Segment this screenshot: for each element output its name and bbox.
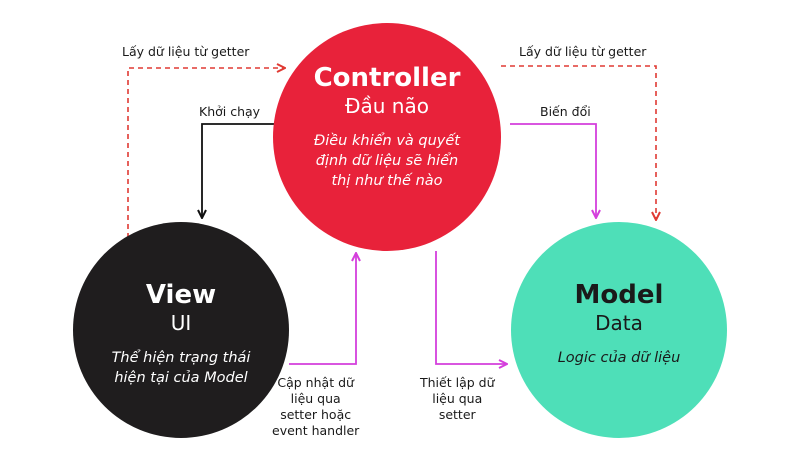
label-transform: Biến đổi	[540, 104, 591, 119]
view-description: Thể hiện trạng thái hiện tại của Model	[111, 350, 251, 386]
model-node: Model Data Logic của dữ liệu	[511, 222, 727, 438]
arrow-controller-to-view-start	[202, 123, 286, 217]
model-subtitle: Data	[595, 311, 643, 335]
view-title: View	[145, 280, 217, 310]
arrow-controller-to-model-getter	[501, 65, 656, 219]
view-subtitle: UI	[170, 311, 192, 335]
controller-description: Điều khiển và quyết định dữ liệu sẽ hiển…	[314, 133, 460, 189]
label-update: Cập nhật dữ liệu qua setter hoặc event h…	[272, 375, 360, 438]
model-description: Logic của dữ liệu	[557, 350, 681, 366]
label-model-getter: Lấy dữ liệu từ getter	[519, 44, 647, 59]
label-view-getter: Lấy dữ liệu từ getter	[122, 44, 250, 59]
arrow-view-to-controller-getter	[127, 68, 284, 238]
view-node: View UI Thể hiện trạng thái hiện tại của…	[73, 222, 289, 438]
arrow-controller-to-model-transform	[510, 123, 596, 217]
controller-title: Controller	[313, 63, 461, 93]
arrow-controller-to-model-set	[435, 251, 506, 364]
label-set: Thiết lập dữ liệu qua setter	[420, 375, 495, 422]
label-start: Khởi chạy	[199, 104, 261, 119]
controller-subtitle: Đầu não	[345, 94, 429, 118]
arrow-view-to-controller-update	[289, 254, 356, 365]
controller-node: Controller Đầu não Điều khiển và quyết đ…	[273, 23, 501, 251]
model-title: Model	[574, 280, 664, 310]
